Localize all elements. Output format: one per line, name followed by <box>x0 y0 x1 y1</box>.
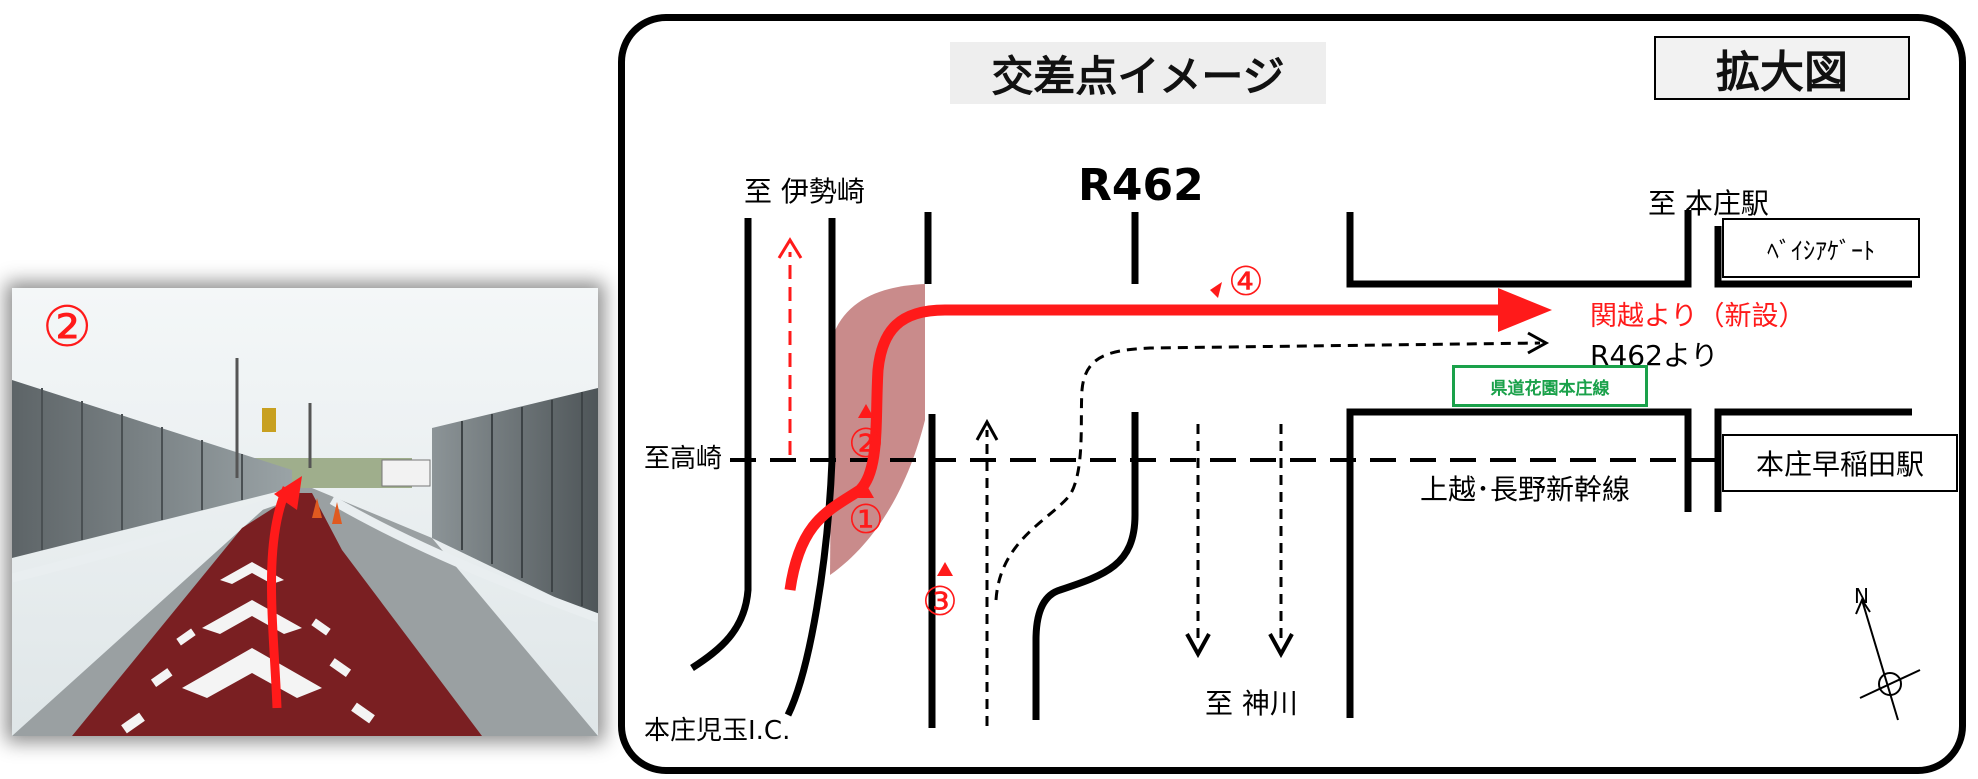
photo-scene <box>12 288 598 736</box>
label-to-honjo-station: 至 本庄駅 <box>1648 187 1769 220</box>
label-to-takasaki: 至高崎 <box>644 444 723 474</box>
label-shinkansen: 上越･長野新幹線 <box>1420 473 1631 506</box>
label-to-kamikawa: 至 神川 <box>1205 687 1298 720</box>
photo-frame: ② <box>12 288 598 736</box>
label-beisia-gate: ﾍﾞｲｼｱｹﾞｰﾄ <box>1722 218 1920 278</box>
marker-2: ② <box>848 421 884 467</box>
red-main-route <box>784 304 1500 591</box>
diagram-title: 交差点イメージ <box>950 42 1326 104</box>
right-noise-wall <box>432 388 598 618</box>
road-edge-left-1 <box>690 218 752 671</box>
compass-north-label: N <box>1854 584 1869 608</box>
label-honjo-waseda-station: 本庄早稲田駅 <box>1722 434 1958 492</box>
road-edge-left-2 <box>784 218 836 717</box>
photo-route-arrow <box>267 486 292 709</box>
red-route-arrowhead <box>1498 288 1552 332</box>
label-from-kanetsu: 関越より（新設） <box>1590 301 1806 332</box>
road-photo: ② <box>12 288 598 736</box>
marker-3: ③ <box>922 579 958 625</box>
marker-4: ④ <box>1228 259 1264 305</box>
label-to-isesaki: 至 伊勢崎 <box>744 175 865 208</box>
label-honjo-kodama-ic: 本庄児玉I.C. <box>644 716 791 746</box>
compass <box>1855 597 1921 721</box>
photo-marker: ② <box>42 295 93 360</box>
prefectural-road-tag: 県道花園本庄線 <box>1452 365 1648 407</box>
label-r462: R462 <box>1078 160 1204 211</box>
r462-dashed-route <box>994 341 1541 601</box>
zoom-label: 拡大図 <box>1654 36 1910 100</box>
marker-1: ① <box>848 497 884 543</box>
